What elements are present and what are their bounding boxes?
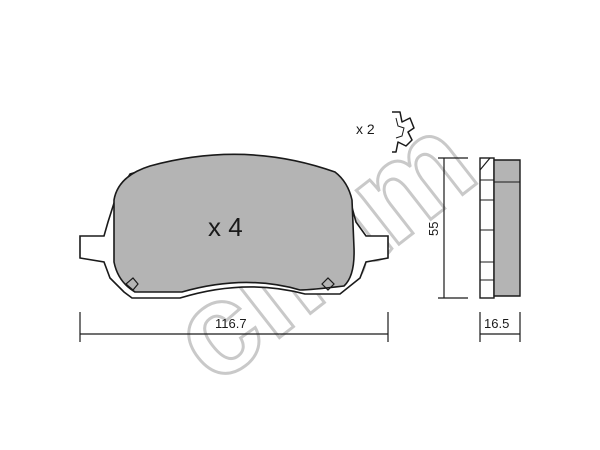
height-dimension [438, 157, 468, 299]
clip-quantity-label: x 2 [356, 121, 375, 137]
thickness-value: 16.5 [484, 316, 509, 331]
clip-inner [395, 117, 405, 139]
width-value: 116.7 [215, 316, 247, 331]
thickness-dimension [479, 312, 521, 342]
height-value: 55 [426, 222, 441, 236]
width-dimension [79, 312, 389, 342]
pad-side-view [479, 157, 521, 299]
pad-friction-material [113, 153, 355, 293]
pad-notch-left [125, 277, 139, 291]
clip-icon [392, 111, 415, 153]
pad-notch-right [321, 277, 335, 291]
pad-quantity-label: x 4 [208, 212, 243, 242]
